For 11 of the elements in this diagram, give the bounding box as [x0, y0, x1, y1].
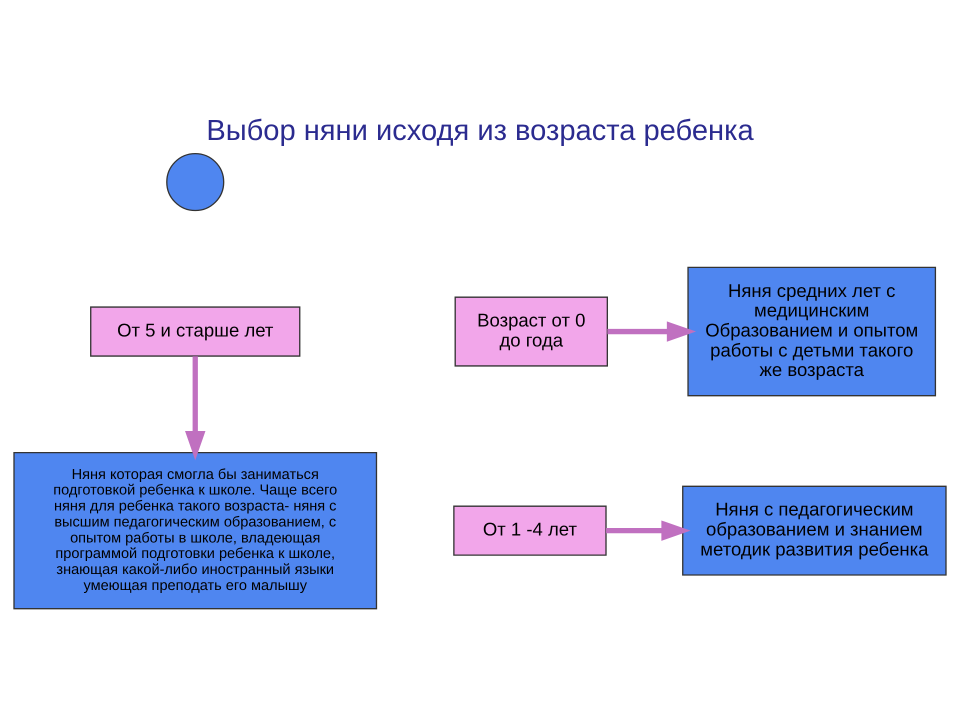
- node-box: От 1 -4 лет: [453, 506, 607, 556]
- node-box: Няня средних лет с медицинским Образованием и опытом работы с детьми такого же возраста: [687, 266, 936, 396]
- node-box: Возраст от 0 до года: [454, 296, 608, 367]
- arrow: [185, 356, 206, 460]
- diagram-title: Выбор няни исходя из возраста ребенка: [206, 114, 754, 147]
- node-box: От 5 и старше лет: [90, 306, 300, 357]
- node-box: Няня которая смогла бы заниматься подготовкой ребенка к школе. Чаще всего няня для ребенка такого возраста- няня с высшим педагогическим образованием, с опытом работы в школе, владеющая программой подготовки ребенка к школе, знающая какой-либо иностранный языки умеющая преподать его малышу: [13, 452, 378, 610]
- arrow: [606, 520, 691, 541]
- node-box: Няня с педагогическим образованием и знанием методик развития ребенка: [682, 486, 947, 576]
- arrow: [607, 321, 696, 342]
- node-circle: [166, 152, 224, 212]
